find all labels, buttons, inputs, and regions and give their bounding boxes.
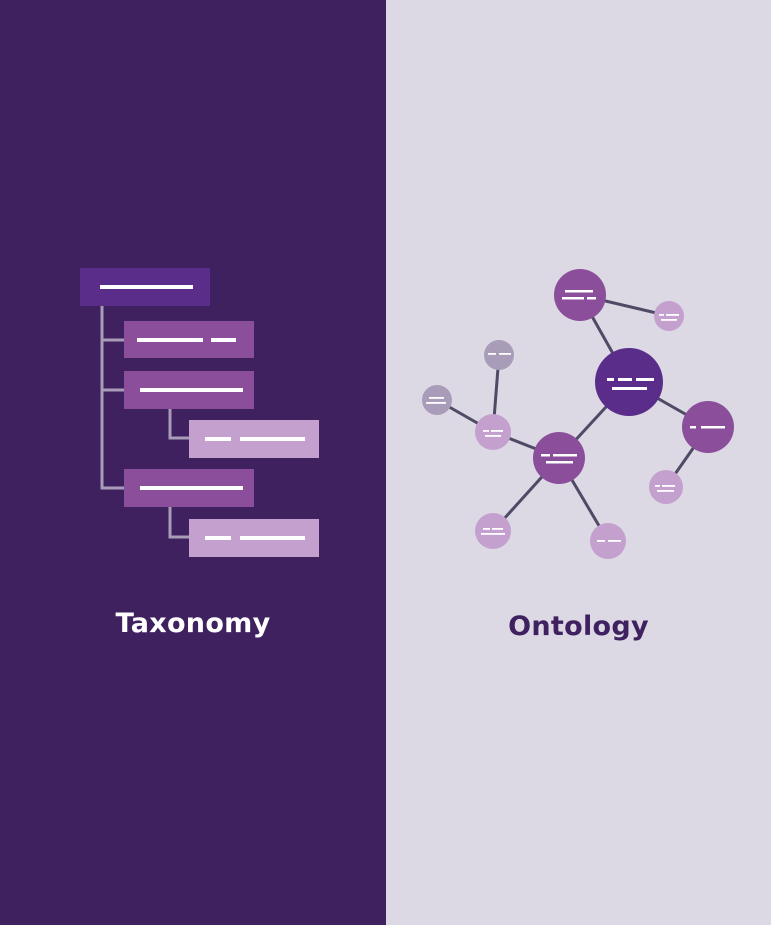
text-placeholder xyxy=(240,536,305,540)
text-placeholder xyxy=(541,454,550,457)
taxonomy-tree-diagram xyxy=(80,268,319,557)
ontology-node xyxy=(554,269,606,321)
text-placeholder xyxy=(100,285,193,289)
text-placeholder xyxy=(491,430,503,432)
text-placeholder xyxy=(612,387,647,390)
text-placeholder xyxy=(137,338,203,342)
ontology-node xyxy=(475,513,511,549)
text-placeholder xyxy=(140,388,243,392)
text-placeholder xyxy=(492,528,503,530)
ontology-node xyxy=(422,385,452,415)
ontology-panel: Ontology xyxy=(386,0,771,925)
tree-connector xyxy=(100,306,124,490)
text-placeholder xyxy=(429,397,444,399)
text-placeholder xyxy=(659,314,664,316)
text-placeholder xyxy=(607,378,614,381)
text-placeholder xyxy=(662,485,675,487)
text-placeholder xyxy=(483,430,489,432)
text-placeholder xyxy=(565,290,593,293)
taxonomy-title: Taxonomy xyxy=(115,608,271,639)
text-placeholder xyxy=(562,297,584,300)
text-placeholder xyxy=(657,490,674,492)
text-placeholder xyxy=(211,338,236,342)
text-placeholder xyxy=(483,528,490,530)
text-placeholder xyxy=(597,540,605,542)
text-placeholder xyxy=(205,437,231,441)
ontology-node xyxy=(649,470,683,504)
ontology-node xyxy=(533,432,585,484)
text-placeholder xyxy=(553,454,577,457)
text-placeholder xyxy=(618,378,632,381)
ontology-title: Ontology xyxy=(508,611,649,642)
tree-connector xyxy=(168,409,189,440)
text-placeholder xyxy=(655,485,660,487)
text-placeholder xyxy=(636,378,654,381)
taxonomy-panel: Taxonomy xyxy=(0,0,386,925)
text-placeholder xyxy=(426,402,446,404)
text-placeholder xyxy=(608,540,621,542)
text-placeholder xyxy=(481,533,505,535)
text-placeholder xyxy=(666,314,679,316)
text-placeholder xyxy=(587,297,596,300)
text-placeholder xyxy=(240,437,305,441)
text-placeholder xyxy=(488,353,496,355)
ontology-node xyxy=(475,414,511,450)
text-placeholder xyxy=(140,486,243,490)
text-placeholder xyxy=(690,426,696,429)
text-placeholder xyxy=(701,426,725,429)
ontology-network-diagram xyxy=(422,269,734,559)
ontology-node xyxy=(654,301,684,331)
text-placeholder xyxy=(205,536,231,540)
text-placeholder xyxy=(546,461,573,464)
tree-connector xyxy=(168,507,189,539)
text-placeholder xyxy=(499,353,511,355)
text-placeholder xyxy=(661,319,677,321)
ontology-node xyxy=(484,340,514,370)
ontology-node-central xyxy=(595,348,663,416)
text-placeholder xyxy=(485,435,501,437)
